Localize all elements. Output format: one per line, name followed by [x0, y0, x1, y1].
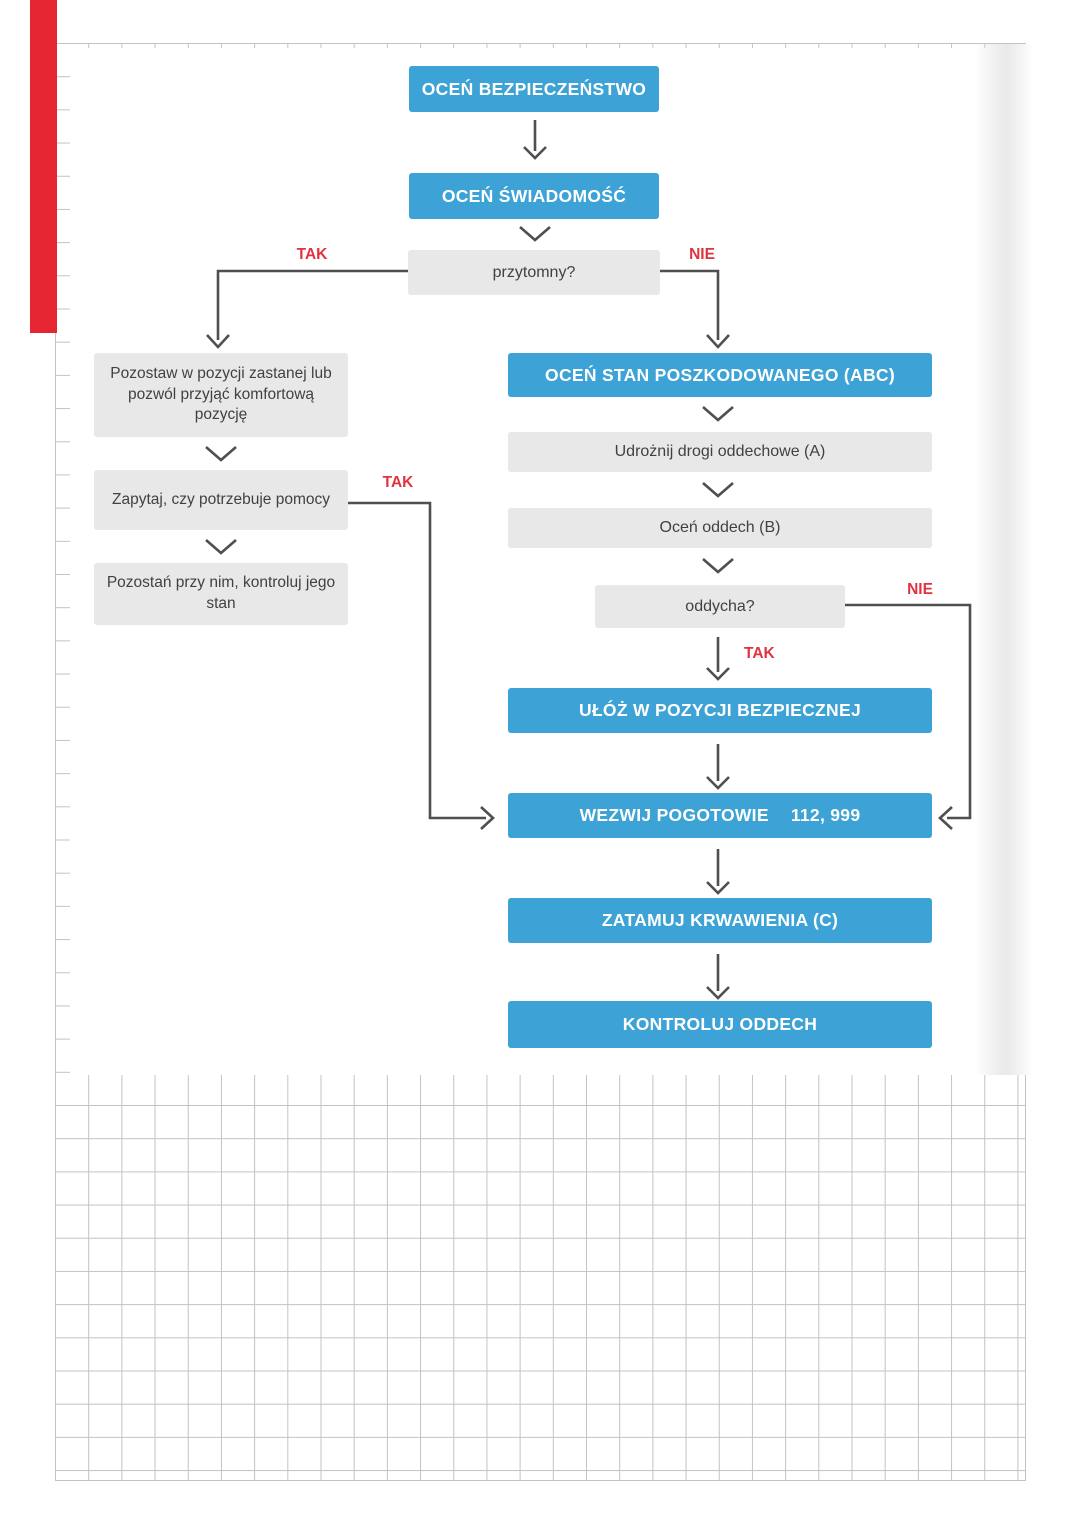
edge-label-breathing-yes: TAK [744, 645, 775, 662]
red-margin-stripe [30, 0, 57, 333]
node-stay-monitor: Pozostań przy nim, kontroluj jego stan [94, 563, 348, 625]
node-assess-safety: OCEŃ BEZPIECZEŃSTWO [409, 66, 659, 112]
node-open-airways: Udrożnij drogi oddechowe (A) [508, 432, 932, 472]
node-leave-position: Pozostaw w pozycji zastanej lub pozwól p… [94, 353, 348, 437]
node-call-ambulance: WEZWIJ POGOTOWIE 112, 999 [508, 793, 932, 838]
emergency-numbers: 112, 999 [790, 805, 861, 825]
edge-label-help-yes: TAK [382, 474, 414, 491]
edge-label-breathing-no: NIE [907, 581, 933, 598]
node-monitor-breathing: KONTROLUJ ODDECH [508, 1001, 932, 1048]
node-ask-help: Zapytaj, czy potrzebuje pomocy [94, 470, 348, 530]
page-curl-shadow [975, 44, 1033, 1075]
call-ambulance-label: WEZWIJ POGOTOWIE [579, 805, 769, 825]
node-breathing-question: oddycha? [595, 585, 845, 628]
edge-label-conscious-yes: TAK [296, 246, 328, 263]
edge-label-conscious-no: NIE [689, 246, 715, 263]
node-assess-condition: OCEŃ STAN POSZKODOWANEGO (ABC) [508, 353, 932, 397]
node-recovery-position: UŁÓŻ W POZYCJI BEZPIECZNEJ [508, 688, 932, 733]
node-assess-consciousness: OCEŃ ŚWIADOMOŚĆ [409, 173, 659, 219]
node-conscious-question: przytomny? [408, 250, 660, 295]
node-assess-breathing: Oceń oddech (B) [508, 508, 932, 548]
node-stop-bleeding: ZATAMUJ KRWAWIENIA (C) [508, 898, 932, 943]
